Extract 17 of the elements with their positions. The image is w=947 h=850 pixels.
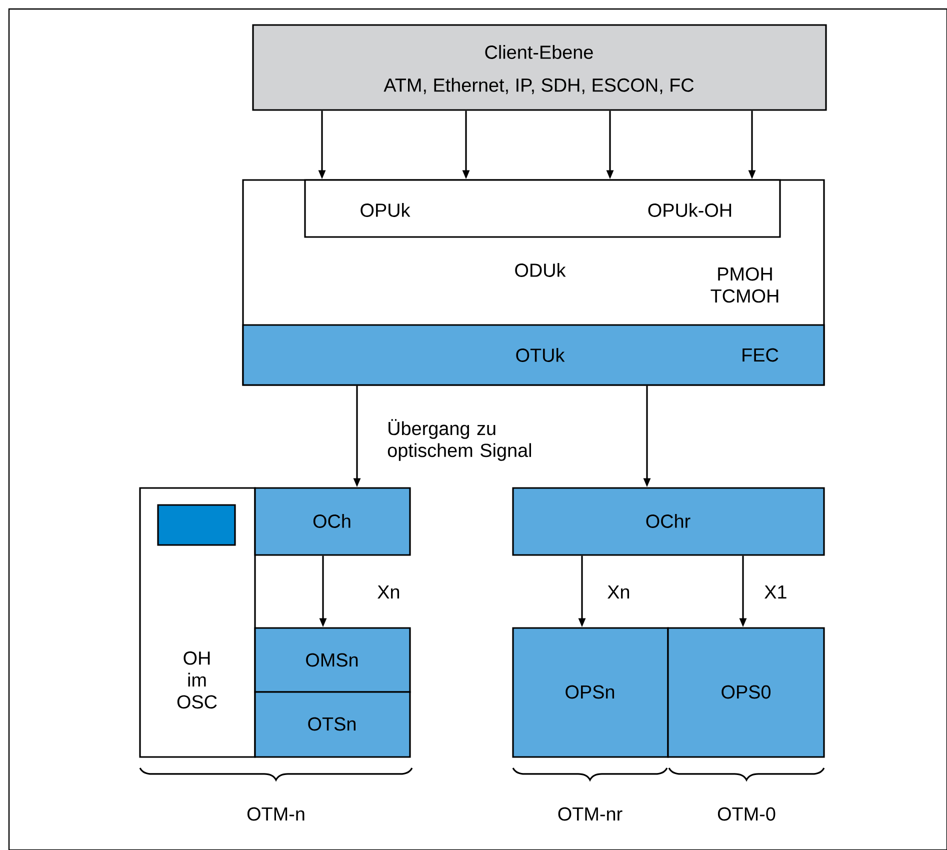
- transport-band: OTUk FEC: [242, 324, 825, 386]
- group-label: OTM-n: [247, 807, 304, 821]
- small-box: [157, 504, 236, 546]
- group-label: OTM-0: [718, 807, 776, 821]
- edge-label: X1: [764, 586, 786, 598]
- group-label: OTM-nr: [558, 807, 622, 821]
- section-box: OTSn: [254, 691, 411, 758]
- section-box: OPSn: [512, 627, 669, 758]
- edge-label: Xn: [378, 586, 400, 598]
- channel-box: OChr: [512, 487, 825, 556]
- section-box: OPS0: [667, 627, 825, 758]
- edge-label: Übergang zu optischem Signal: [388, 419, 532, 461]
- payload-box: OPUk OPUk-OH: [304, 179, 781, 238]
- channel-box: OCh: [254, 487, 411, 556]
- edge-label: Xn: [608, 586, 630, 598]
- client-layer-box: Client-Ebene ATM, Ethernet, IP, SDH, ESCON, FC: [252, 24, 827, 111]
- section-box: OMSn: [254, 627, 411, 693]
